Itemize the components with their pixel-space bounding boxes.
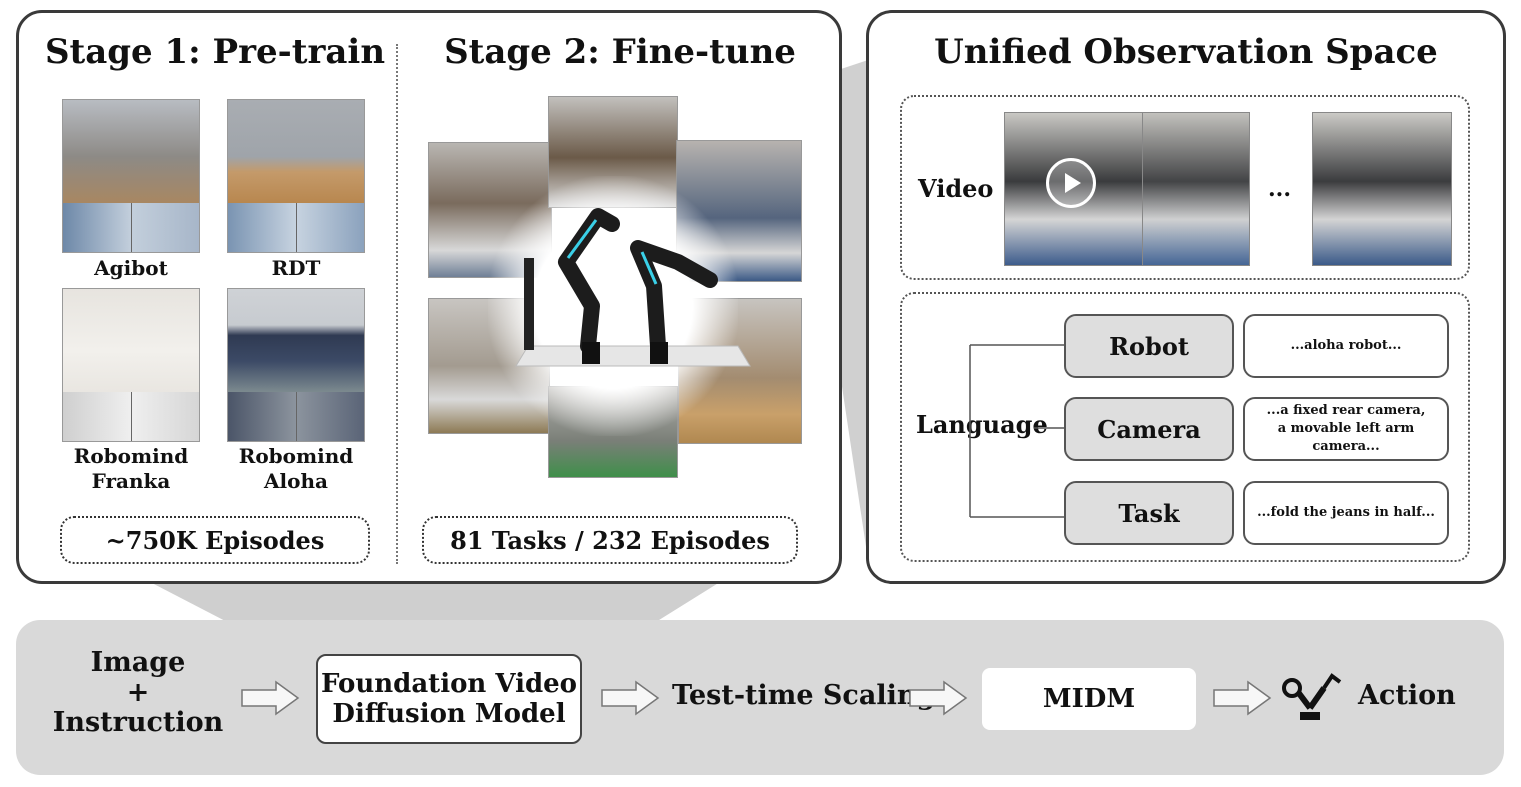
test-time-scaling-label: Test-time Scaling: [672, 680, 936, 711]
video-frame-last: [1312, 112, 1452, 266]
input-label: Image + Instruction: [52, 647, 224, 738]
language-section: [900, 292, 1470, 562]
stage1-episodes-pill: ~750K Episodes: [60, 516, 370, 564]
rdt-thumbnail: [227, 99, 365, 253]
stage1-title: Stage 1: Pre-train: [44, 32, 386, 72]
video-ellipsis: ...: [1268, 176, 1291, 202]
action-label: Action: [1358, 680, 1456, 711]
rdt-caption: RDT: [271, 256, 321, 280]
play-icon[interactable]: [1046, 158, 1096, 208]
arrow-icon: [1213, 680, 1272, 716]
stage2-episodes-pill: 81 Tasks / 232 Episodes: [422, 516, 798, 564]
arrow-icon: [601, 680, 660, 716]
arrow-icon: [241, 680, 300, 716]
video-frame-2: [1142, 112, 1250, 266]
midm-box: MIDM: [982, 668, 1196, 730]
task-key-box: Task: [1064, 481, 1234, 545]
robomind-franka-thumbnail: [62, 288, 200, 442]
language-label: Language: [916, 410, 1048, 439]
finetune-collage: [428, 96, 802, 478]
zoom-connector: [838, 60, 868, 560]
camera-key-box: Camera: [1064, 397, 1234, 461]
agibot-thumbnail: [62, 99, 200, 253]
robot-value-box: ...aloha robot...: [1243, 314, 1449, 378]
arrow-icon: [909, 680, 968, 716]
robot-key-box: Robot: [1064, 314, 1234, 378]
robomind-aloha-thumbnail: [227, 288, 365, 442]
robot-arm-illustration: [515, 208, 751, 367]
agibot-caption: Agibot: [94, 256, 168, 280]
camera-value-box: ...a fixed rear camera,a movable left ar…: [1243, 397, 1449, 461]
stage2-title: Stage 2: Fine-tune: [444, 32, 796, 72]
robot-arm-icon: [1282, 673, 1342, 720]
stage-divider: [396, 44, 398, 564]
video-section: [900, 95, 1470, 280]
unified-title: Unified Observation Space: [934, 32, 1438, 72]
video-label: Video: [918, 174, 994, 203]
task-value-box: ...fold the jeans in half...: [1243, 481, 1449, 545]
